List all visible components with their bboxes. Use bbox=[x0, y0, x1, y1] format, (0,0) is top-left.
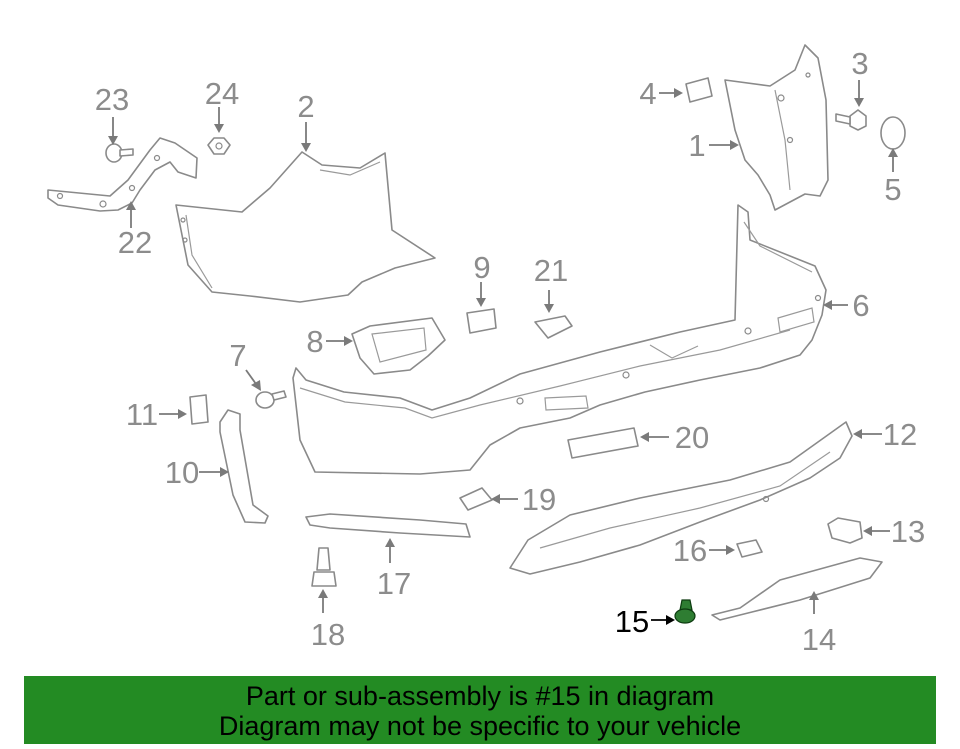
part-16-clip bbox=[736, 539, 763, 558]
callout-7: 7 bbox=[229, 338, 246, 373]
part-18-bolt bbox=[311, 547, 337, 587]
callout-10: 10 bbox=[165, 455, 199, 490]
callout-3: 3 bbox=[851, 46, 868, 81]
part-22-bracket bbox=[47, 137, 198, 212]
callout-leaders bbox=[108, 80, 898, 625]
part-5-plug bbox=[880, 116, 906, 150]
callout-16: 16 bbox=[673, 533, 707, 568]
callout-1: 1 bbox=[688, 128, 705, 163]
part-23-bolt bbox=[105, 143, 134, 163]
callout-22: 22 bbox=[118, 225, 152, 260]
part-2-extension bbox=[175, 151, 436, 303]
part-12-diffuser bbox=[509, 421, 853, 575]
part-4-clip bbox=[685, 77, 713, 103]
part-14-molding bbox=[711, 557, 883, 621]
part-9-clip bbox=[466, 308, 497, 334]
part-7-bolt bbox=[255, 390, 287, 409]
part-21-retainer bbox=[534, 315, 573, 339]
callout-12: 12 bbox=[883, 417, 917, 452]
callout-labels: 23 24 2 22 4 3 1 5 9 21 6 8 7 11 10 20 1… bbox=[95, 46, 925, 657]
callout-13: 13 bbox=[891, 514, 925, 549]
part-13-clip bbox=[827, 517, 863, 544]
callout-2: 2 bbox=[297, 89, 314, 124]
part-3-bolt bbox=[835, 109, 867, 131]
banner-line-2: Diagram may not be specific to your vehi… bbox=[218, 711, 742, 741]
callout-5: 5 bbox=[884, 172, 901, 207]
callout-4: 4 bbox=[639, 76, 656, 111]
banner-line-1: Part or sub-assembly is #15 in diagram bbox=[245, 681, 715, 711]
callout-6: 6 bbox=[852, 288, 869, 323]
part-8-bracket bbox=[351, 317, 446, 375]
callout-18: 18 bbox=[311, 617, 345, 652]
callout-11: 11 bbox=[126, 397, 158, 432]
part-17-molding bbox=[305, 513, 471, 538]
part-10-support bbox=[219, 409, 269, 524]
info-banner: Part or sub-assembly is #15 in diagram D… bbox=[24, 676, 936, 744]
part-15-fastener bbox=[674, 599, 696, 624]
part-11-clip bbox=[189, 394, 209, 425]
part-1-bracket bbox=[724, 44, 829, 211]
part-20-bracket bbox=[567, 427, 639, 459]
callout-19: 19 bbox=[522, 482, 556, 517]
part-19-clip bbox=[459, 487, 493, 511]
callout-15: 15 bbox=[615, 604, 649, 639]
callout-9: 9 bbox=[473, 250, 490, 285]
callout-8: 8 bbox=[306, 324, 323, 359]
parts-diagram: 23 24 2 22 4 3 1 5 9 21 6 8 7 11 10 20 1… bbox=[47, 44, 925, 657]
callout-23: 23 bbox=[95, 82, 129, 117]
callout-24: 24 bbox=[205, 76, 239, 111]
callout-21: 21 bbox=[534, 253, 568, 288]
part-24-nut bbox=[207, 137, 231, 155]
callout-14: 14 bbox=[802, 622, 836, 657]
callout-17: 17 bbox=[377, 566, 411, 601]
callout-20: 20 bbox=[675, 420, 709, 455]
part-6-bumper-cover bbox=[292, 204, 827, 475]
